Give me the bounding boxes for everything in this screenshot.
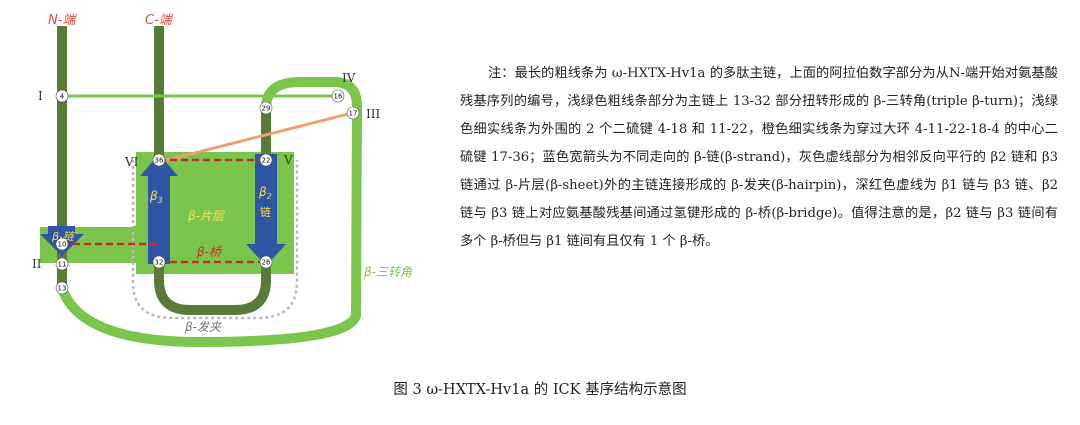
- c-terminus-label: C-端: [145, 13, 174, 28]
- residue-10: 10: [58, 241, 67, 249]
- residue-13-marker: [55, 281, 69, 295]
- residue-26-marker: [259, 255, 273, 269]
- figure-note: 注：最长的粗线条为 ω-HXTX-Hv1a 的多肽主链，上面的阿拉伯数字部分为从…: [460, 60, 1058, 256]
- roman-v: V: [283, 153, 293, 167]
- roman-iv: IV: [342, 71, 356, 85]
- residue-29: 29: [262, 105, 271, 113]
- beta-hairpin-label: β-发夹: [184, 320, 222, 334]
- roman-vi: VI: [124, 155, 139, 169]
- residue-29-marker: [259, 101, 273, 115]
- residue-13: 13: [58, 285, 67, 293]
- residue-16: 16: [334, 93, 343, 101]
- residue-26: 26: [262, 259, 271, 267]
- beta3-label: β3: [149, 189, 163, 205]
- triple-beta-turn-path: [57, 77, 363, 348]
- residue-10-marker: [55, 237, 69, 251]
- residue-22: 22: [262, 157, 271, 165]
- beta2-label: β2: [258, 185, 272, 201]
- hairpin-outline: [131, 160, 299, 320]
- residue-16-marker: [331, 89, 345, 103]
- beta1-label: β-链: [51, 230, 76, 243]
- beta-bridge-label: β-桥: [196, 245, 223, 259]
- residue-17-marker: [346, 106, 360, 120]
- beta3-arrow: [140, 154, 178, 264]
- roman-iii: III: [366, 107, 380, 121]
- roman-ii: II: [32, 257, 42, 271]
- figure-caption: 图 3 ω-HXTX-Hv1a 的 ICK 基序结构示意图: [393, 382, 687, 398]
- n-terminus-label: N-端: [48, 13, 77, 28]
- disulfide-17-36: [158, 111, 353, 164]
- residue-11: 11: [58, 261, 67, 269]
- residue-4-marker: [55, 89, 69, 103]
- residue-4: 4: [60, 93, 65, 101]
- roman-i: I: [38, 89, 43, 103]
- residue-22-marker: [259, 153, 273, 167]
- residue-11-marker: [55, 257, 69, 271]
- residue-32: 32: [155, 259, 164, 267]
- beta-sheet-label: β-片层: [187, 209, 225, 223]
- residue-17: 17: [349, 110, 358, 118]
- residue-32-marker: [152, 255, 166, 269]
- beta2-chain-label: 链: [260, 205, 271, 219]
- note-text: 注：最长的粗线条为 ω-HXTX-Hv1a 的多肽主链，上面的阿拉伯数字部分为从…: [460, 66, 1058, 249]
- ick-motif-diagram: 4 10 11 13 16 17 22 26 29 32 36 N-端 C-端 …: [32, 13, 413, 348]
- triple-beta-turn-label: β-三转角: [363, 265, 413, 279]
- beta2-arrow: [246, 154, 286, 266]
- backbone-hairpin-loop: [154, 266, 271, 315]
- residue-36-marker: [152, 153, 166, 167]
- residue-36: 36: [155, 157, 164, 165]
